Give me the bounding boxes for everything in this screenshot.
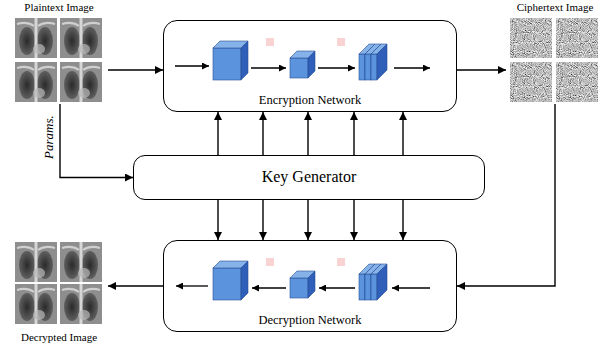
plaintext-xray-images [15, 18, 102, 102]
connector-arrow [217, 112, 218, 155]
network-box: Encryption Network [163, 20, 457, 112]
node-label: Key Generator [262, 168, 357, 186]
ciphertext-noise-images [510, 18, 598, 102]
connector-arrow [353, 112, 354, 155]
encryption-layers [175, 38, 430, 80]
connector-arrow [402, 200, 403, 240]
connector-arrow [262, 112, 263, 155]
edge-label: Params. [42, 114, 56, 160]
connector-arrow [108, 69, 163, 70]
decryption-layers [176, 258, 430, 300]
connector-arrow [457, 104, 555, 286]
connector-arrow [262, 200, 263, 240]
image-group: Ciphertext Image [506, 1, 604, 104]
node-label: Plaintext Image [24, 1, 93, 14]
connector-arrow [307, 112, 308, 155]
connector-arrow [108, 285, 163, 286]
connector-arrow [217, 200, 218, 240]
network-box: Decryption Network [163, 240, 457, 332]
node-label: Ciphertext Image [517, 1, 594, 14]
key-generator-box: Key Generator [133, 155, 485, 200]
node-label: Encryption Network [257, 93, 363, 107]
connector-arrow [353, 200, 354, 240]
decrypted-xray-images [15, 242, 102, 324]
connector-arrow [457, 69, 506, 70]
node-label: Decryption Network [256, 313, 363, 327]
connector-arrow [402, 112, 403, 155]
node-label: Decrypted Image [21, 331, 97, 344]
image-group: Plaintext Image [10, 1, 108, 104]
connector-arrow [60, 104, 133, 178]
image-group: Decrypted Image [10, 240, 108, 344]
connector-arrow [307, 200, 308, 240]
